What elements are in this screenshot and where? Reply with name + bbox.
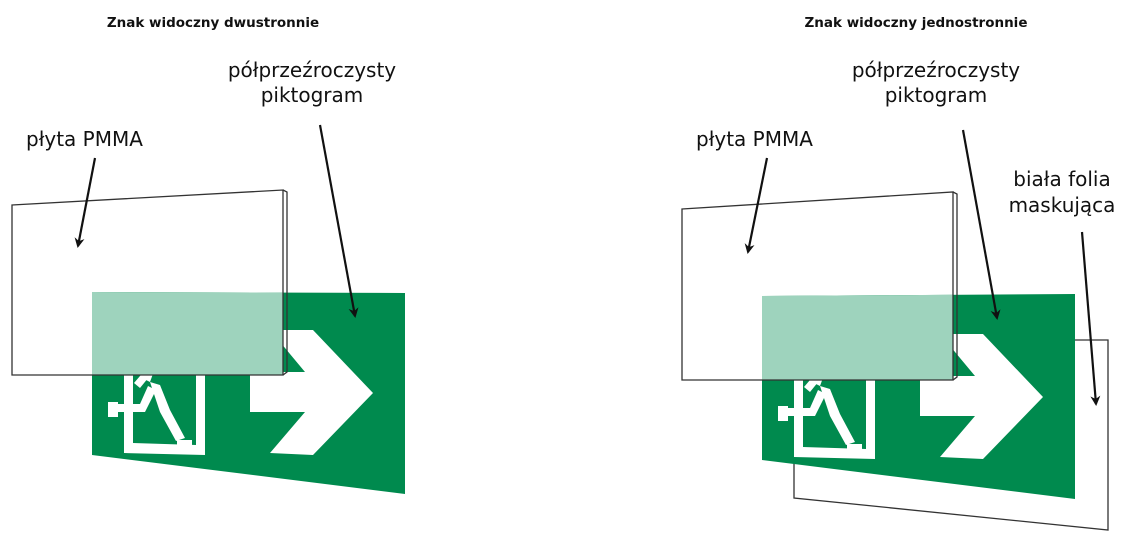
right-title: Znak widoczny jednostronnie bbox=[805, 15, 1028, 31]
arrow-right-icon bbox=[250, 330, 373, 455]
right-label-pmma: płyta PMMA bbox=[696, 127, 813, 151]
left-diagram: Znak widoczny dwustronnie bbox=[11, 15, 405, 494]
left-label-translucent-2: piktogram bbox=[261, 83, 364, 107]
right-arrow-foil bbox=[1080, 231, 1101, 406]
right-label-foil-2: maskująca bbox=[1009, 193, 1116, 217]
right-label-foil-1: biała folia bbox=[1013, 167, 1110, 191]
right-arrow-translucent bbox=[961, 129, 1001, 320]
left-label-pmma: płyta PMMA bbox=[26, 127, 143, 151]
left-translucent-overlap bbox=[92, 292, 283, 375]
right-arrow-pmma bbox=[744, 157, 769, 254]
right-pmma-plate bbox=[681, 191, 958, 381]
left-label-translucent-1: półprzeźroczysty bbox=[228, 58, 396, 82]
arrow-right-icon-right bbox=[920, 334, 1043, 459]
left-arrow-translucent bbox=[318, 124, 359, 318]
left-pmma-plate bbox=[11, 189, 288, 376]
left-arrow-pmma bbox=[74, 157, 97, 248]
left-title: Znak widoczny dwustronnie bbox=[107, 15, 319, 31]
right-translucent-overlap bbox=[762, 294, 953, 380]
right-label-translucent-2: piktogram bbox=[885, 83, 988, 107]
right-diagram: Znak widoczny jednostronnie bbox=[681, 15, 1116, 531]
right-label-translucent-1: półprzeźroczysty bbox=[852, 58, 1020, 82]
